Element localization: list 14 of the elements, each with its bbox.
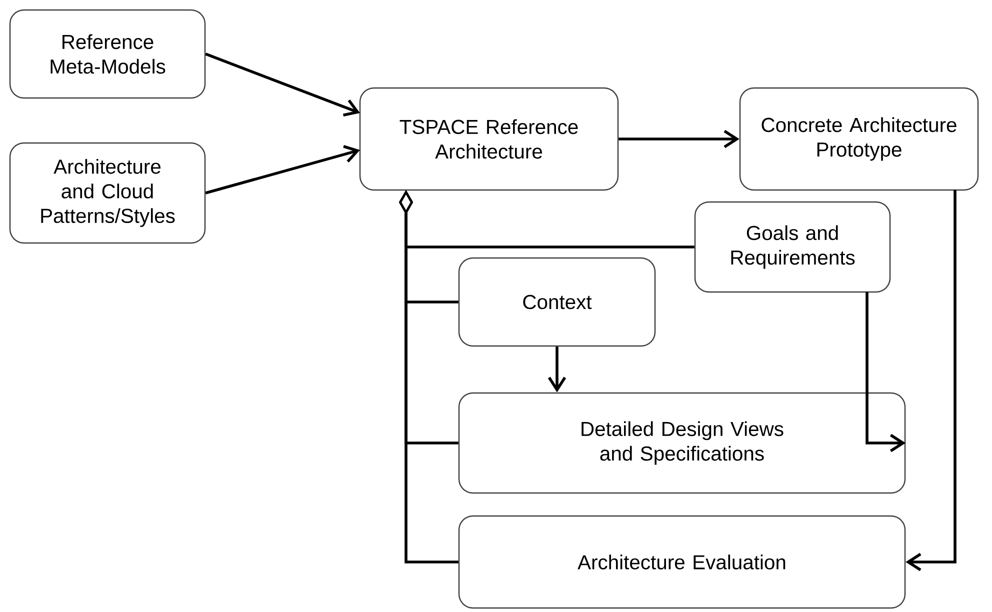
arrow [866,292,906,452]
arrow [205,145,360,194]
arrow [205,52,360,116]
process-box: Goals and Requirements [694,201,891,293]
process-box: Concrete Architecture Prototype [739,87,979,191]
arrow [618,130,740,148]
process-box: Architecture and Cloud Patterns/Styles [9,142,206,244]
process-box: Detailed Design Views and Specifications [458,392,906,494]
process-box: Reference Meta-Models [9,9,206,99]
arrow [906,190,956,572]
process-box: TSPACE Reference Architecture [359,87,619,191]
process-box: Context [458,257,656,347]
process-box: Architecture Evaluation [458,515,906,609]
arrow [548,346,566,392]
